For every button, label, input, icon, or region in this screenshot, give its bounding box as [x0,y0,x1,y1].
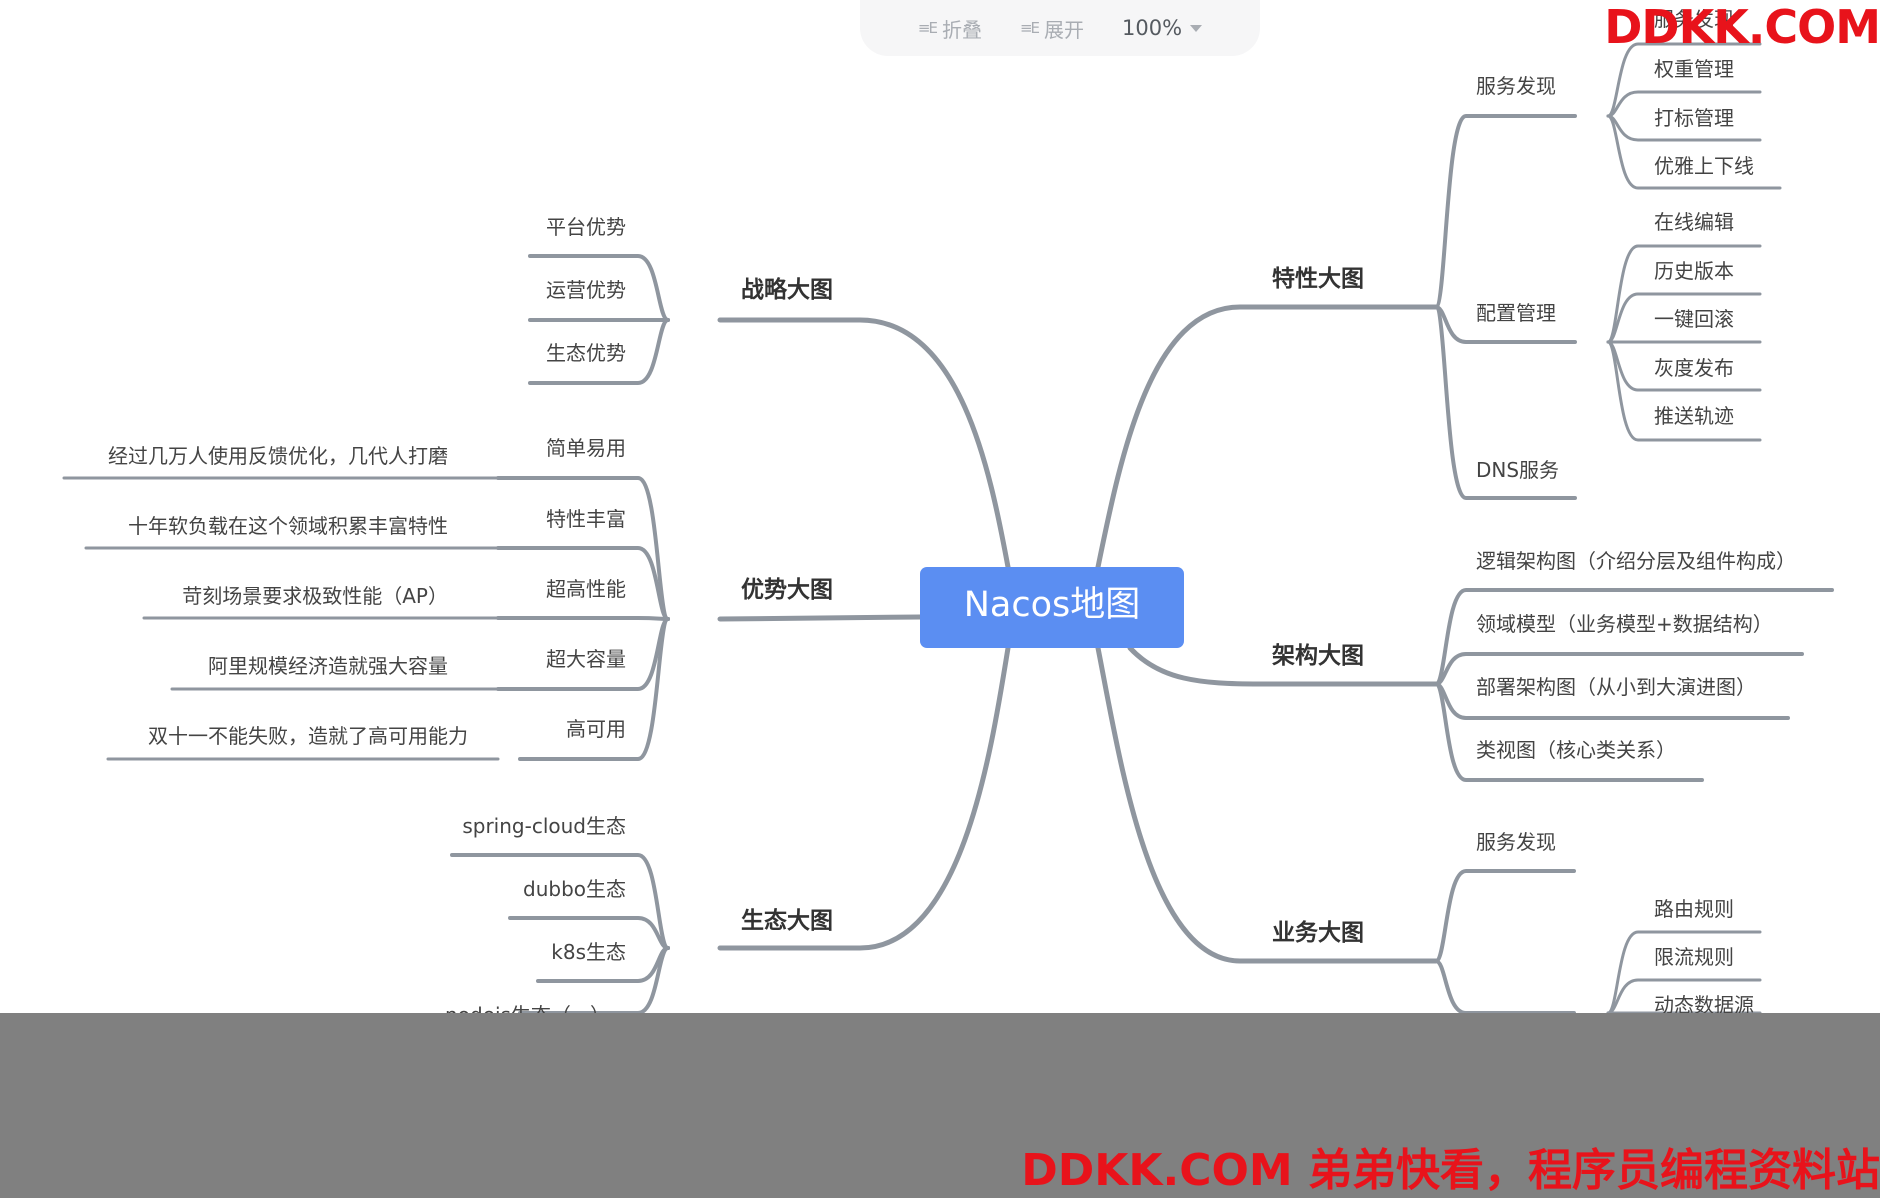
connector-child [1434,305,1577,500]
watermark-bottom: DDKK.COM 弟弟快看，程序员编程资料站 [1021,1145,1880,1196]
connector-child [450,853,670,950]
connector-child [1434,682,1704,782]
connector-child [496,546,670,621]
connector-child [496,616,670,621]
center-label: Nacos地图 [964,585,1141,625]
feature-leaf[interactable]: 在线编辑 [1654,210,1734,234]
expand-button[interactable]: ≡E 展开 [1020,14,1084,43]
chevron-down-icon [1190,24,1203,32]
connector-strategy [717,317,1011,570]
strategy-item[interactable]: 平台优势 [546,215,626,239]
feature-leaf[interactable]: 推送轨迹 [1654,404,1734,428]
advantage-item[interactable]: 超高性能 [546,577,626,601]
feature-group[interactable]: 服务发现 [1476,74,1556,98]
feature-group[interactable]: DNS服务 [1476,458,1559,482]
branch-architecture[interactable]: 架构大图 [1272,642,1364,669]
branch-strategy[interactable]: 战略大图 [741,276,833,303]
feature-leaf[interactable]: 权重管理 [1654,57,1734,81]
collapse-button[interactable]: ≡E 折叠 [918,14,982,43]
watermark-top: DDKK.COM [1604,0,1880,54]
feature-leaf[interactable]: 打标管理 [1654,106,1734,130]
branch-advantage[interactable]: 优势大图 [741,577,833,603]
connector-child [1434,588,1834,686]
connector-child [1434,114,1577,309]
advantage-item[interactable]: 简单易用 [546,436,626,460]
gray-overlay: DDKK.COM 弟弟快看，程序员编程资料站 [0,1013,1880,1198]
zoom-select[interactable]: 100% [1122,16,1203,40]
connector-advantage [717,614,923,622]
strategy-item[interactable]: 运营优势 [546,278,626,302]
ecosystem-item[interactable]: dubbo生态 [523,877,626,901]
architecture-item[interactable]: 逻辑架构图（介绍分层及组件构成） [1476,549,1796,573]
connector-ecosystem [717,645,1011,951]
connector-child [1434,959,1576,1015]
branch-ecosystem[interactable]: 生态大图 [741,907,833,934]
connector-child [1434,869,1576,963]
advantage-note[interactable]: 经过几万人使用反馈优化，几代人打磨 [108,444,448,468]
architecture-item[interactable]: 领域模型（业务模型+数据结构） [1476,612,1773,636]
business-item[interactable]: 服务发现 [1476,830,1556,854]
architecture-item[interactable]: 部署架构图（从小到大演进图） [1476,675,1756,699]
connector-child [528,254,670,322]
advantage-item[interactable]: 超大容量 [546,647,626,671]
feature-leaf[interactable]: 历史版本 [1654,259,1734,283]
branch-feature[interactable]: 特性大图 [1272,266,1364,292]
advantage-note[interactable]: 十年软负载在这个领域积累丰富特性 [128,514,448,538]
ecosystem-item[interactable]: k8s生态 [551,940,626,964]
business-leaf[interactable]: 限流规则 [1654,945,1734,969]
connector-child [518,946,670,1015]
ecosystem-item[interactable]: spring-cloud生态 [462,814,626,838]
feature-leaf[interactable]: 服务发现 [1654,7,1734,31]
feature-leaf[interactable]: 灰度发布 [1654,356,1734,380]
advantage-note[interactable]: 阿里规模经济造就强大容量 [208,654,448,678]
feature-leaf[interactable]: 优雅上下线 [1654,154,1754,178]
connector-child [1606,42,1762,118]
collapse-icon: ≡E [917,19,938,37]
connector-business [1095,645,1439,964]
connector-child [1606,340,1762,442]
center-node[interactable]: Nacos地图 [920,567,1184,648]
advantage-item[interactable]: 特性丰富 [546,507,626,531]
advantage-note[interactable]: 双十一不能失败，造就了高可用能力 [148,724,468,748]
collapse-label: 折叠 [941,17,982,42]
connector-architecture [1127,645,1439,687]
connector-child [1606,114,1782,190]
strategy-item[interactable]: 生态优势 [546,341,626,365]
expand-icon: ≡E [1019,19,1040,37]
feature-leaf[interactable]: 一键回滚 [1654,307,1734,331]
connector-child [518,617,670,761]
expand-label: 展开 [1044,17,1085,42]
connector-child [528,318,670,385]
business-leaf[interactable]: 路由规则 [1654,897,1734,921]
connector-feature [1095,304,1439,570]
advantage-item[interactable]: 高可用 [566,717,626,741]
architecture-item[interactable]: 类视图（核心类关系） [1476,738,1676,762]
mind-map-toolbar: ≡E 折叠 ≡E 展开 100% [860,0,1260,56]
feature-group[interactable]: 配置管理 [1476,301,1556,325]
advantage-note[interactable]: 苛刻场景要求极致性能（AP） [182,584,448,608]
connector-child [1606,292,1762,344]
branch-business[interactable]: 业务大图 [1272,920,1364,946]
zoom-value: 100% [1122,16,1183,40]
